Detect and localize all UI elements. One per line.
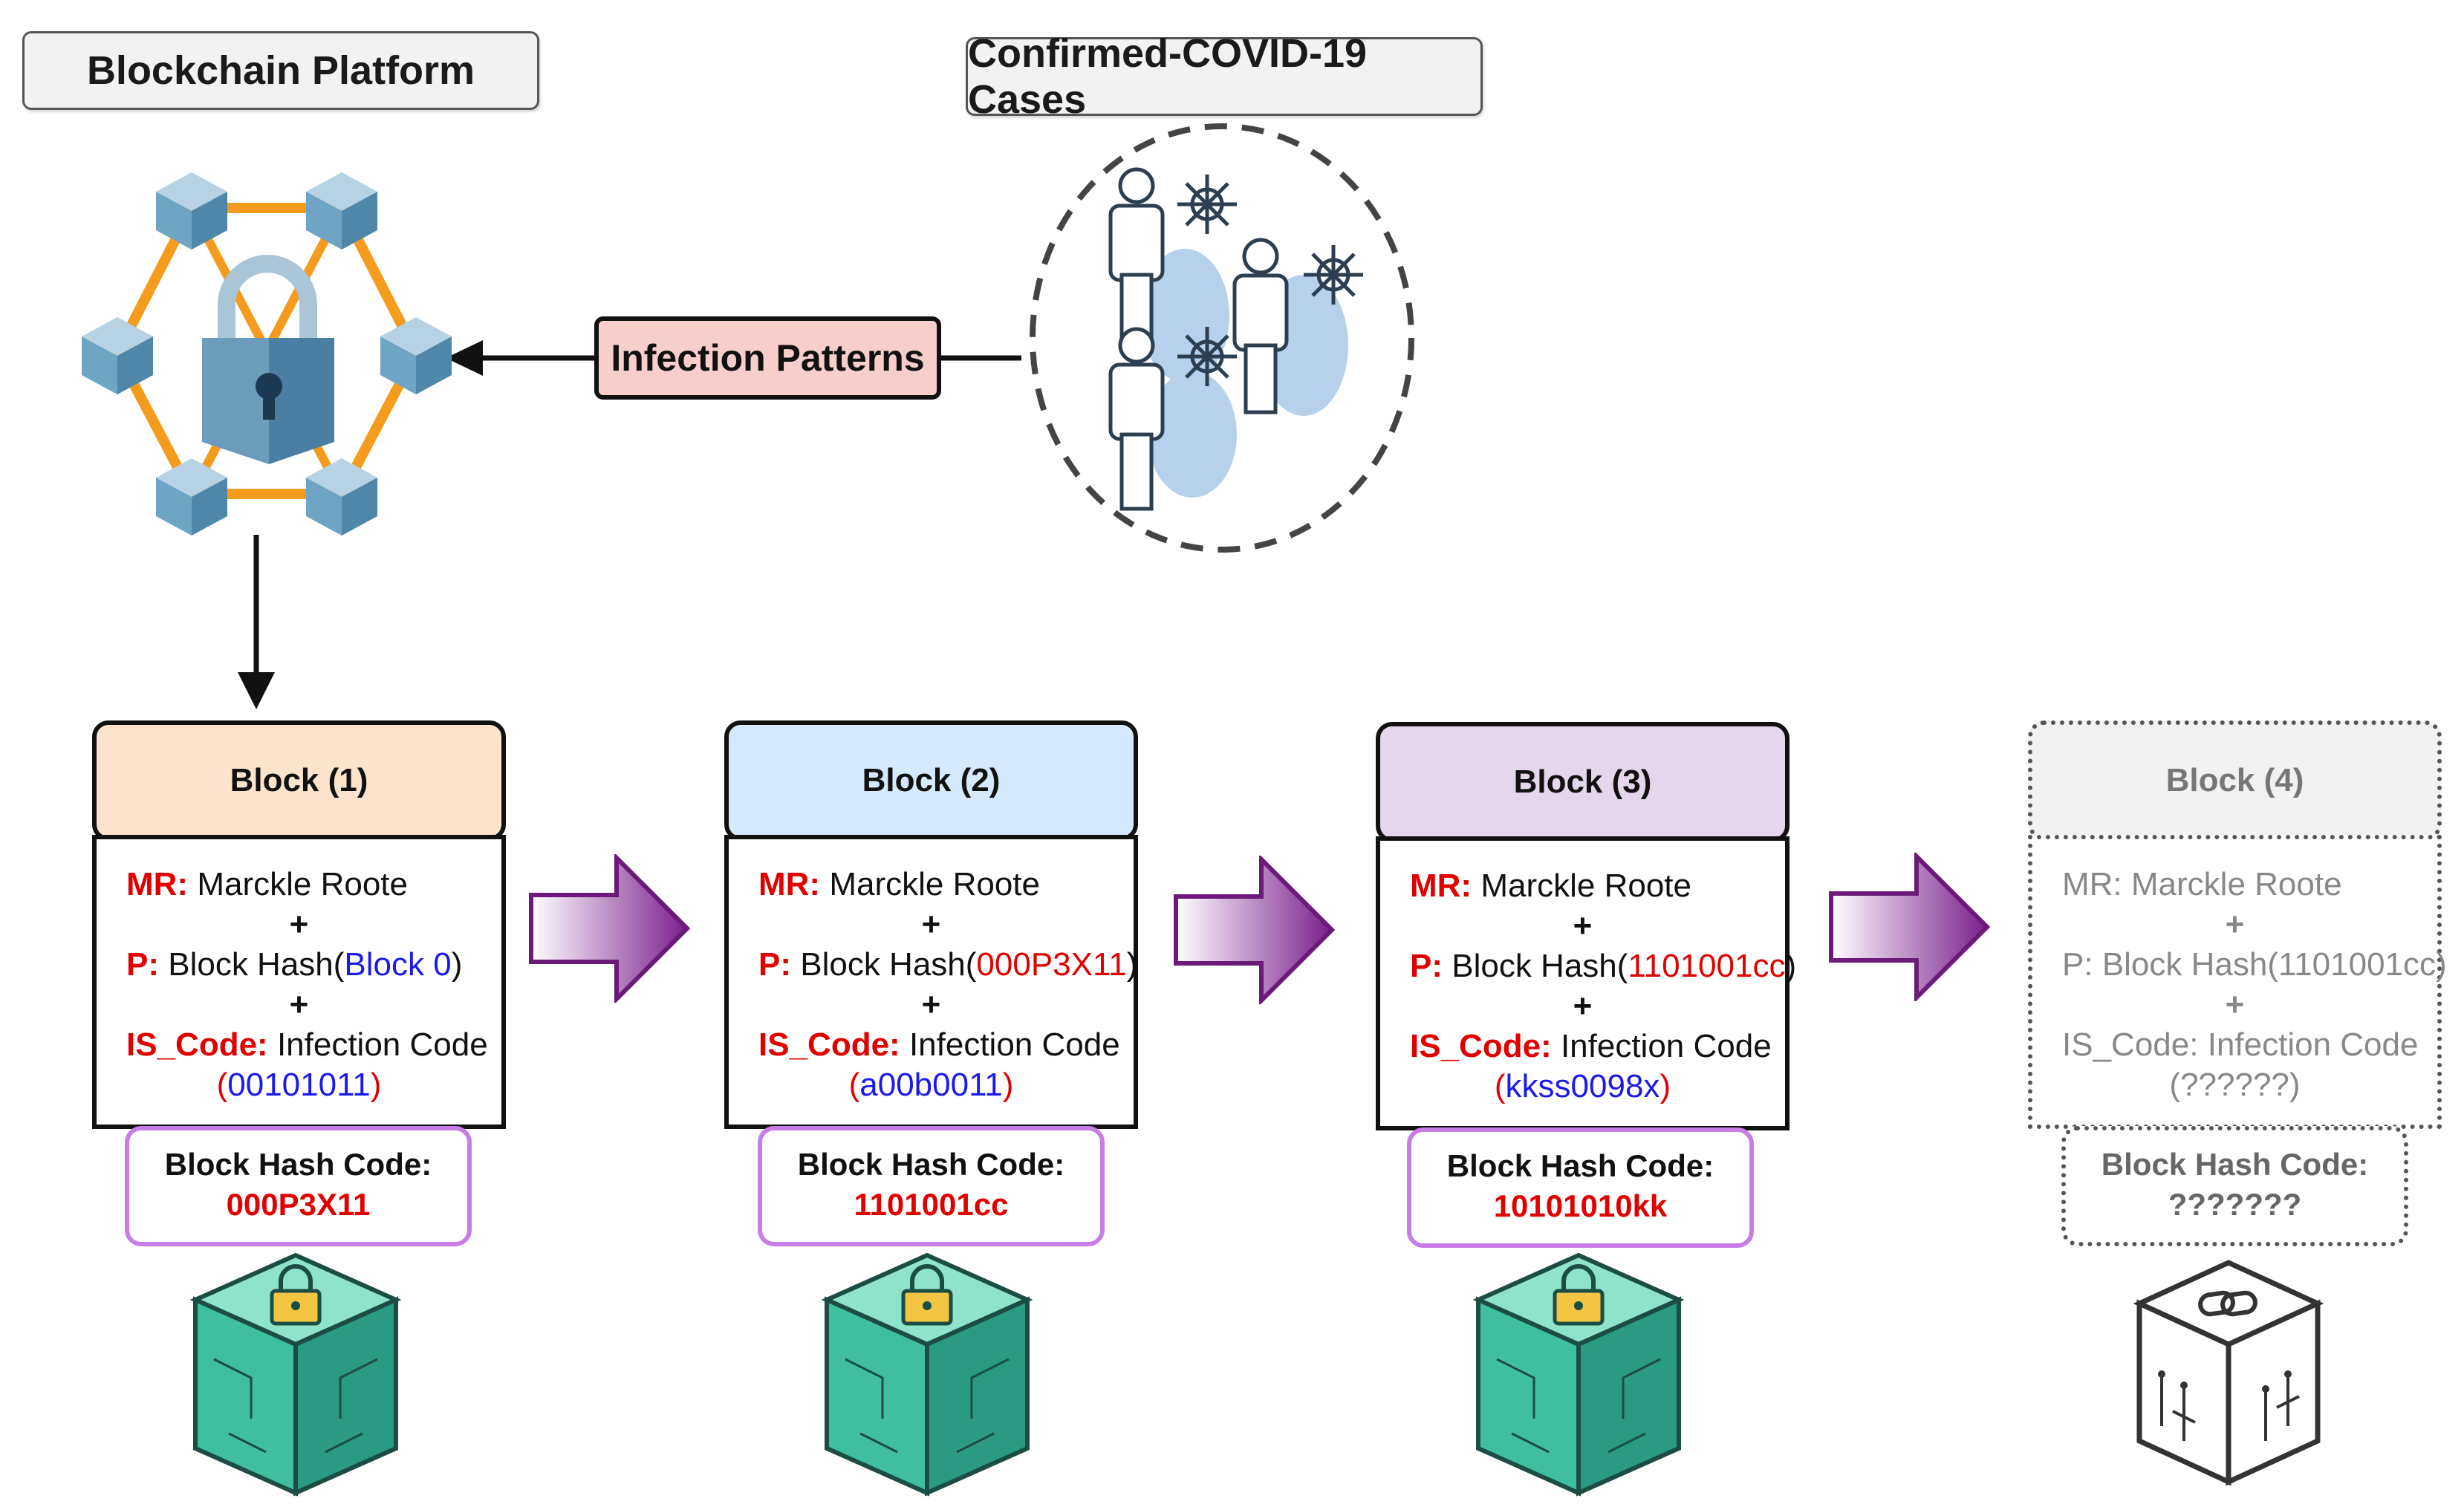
mr-label: MR: <box>758 866 821 902</box>
mr-label: MR: <box>1410 868 1472 904</box>
code-close: ) <box>2289 1067 2301 1103</box>
infection-code-value: kkss0098x <box>1505 1068 1660 1104</box>
plus-sign: + <box>289 906 309 943</box>
infected-people-icon <box>1030 123 1414 553</box>
plus-sign: + <box>2225 986 2245 1023</box>
block-1-header: Block (1) <box>92 720 506 841</box>
blockchain-network-lock-icon <box>82 172 452 536</box>
code-close: ) <box>1660 1068 1671 1104</box>
block-3-header: Block (3) <box>1376 722 1790 842</box>
p-text: Block Hash( <box>2101 946 2278 983</box>
block-3-body: MR: Marckle Roote + P: Block Hash(110100… <box>1376 836 1796 1130</box>
confirmed-cases-title: Confirmed-COVID-19 Cases <box>966 31 1483 122</box>
patterns-arrowhead <box>446 340 483 376</box>
block-4-header: Block (4) <box>2028 720 2442 841</box>
hash-title: Block Hash Code: <box>2101 1147 2369 1182</box>
block-3-hash-box: Block Hash Code: 10101010kk <box>1407 1127 1754 1248</box>
infection-code-value: ?????? <box>2180 1067 2289 1103</box>
blockchain-platform-title: Blockchain Platform <box>22 31 539 110</box>
plus-sign: + <box>921 986 941 1023</box>
is-code-text: Infection Code <box>1560 1028 1772 1064</box>
plus-sign: + <box>2225 906 2245 943</box>
hash-value: ??????? <box>2168 1187 2302 1222</box>
locked-block-cube-icon <box>1472 1252 1685 1497</box>
is-code-label: IS_Code: <box>758 1026 900 1063</box>
plus-sign: + <box>1573 908 1593 944</box>
network-to-block1-arrowhead <box>238 672 275 709</box>
block-arrow-1-2 <box>529 854 691 1003</box>
p-label: P: <box>2062 946 2093 983</box>
block-arrow-2-3 <box>1174 856 1336 1004</box>
plus-sign: + <box>1573 988 1593 1024</box>
infection-patterns-box: Infection Patterns <box>594 316 941 400</box>
hash-value: 000P3X11 <box>226 1187 371 1222</box>
mr-label: MR: <box>126 866 189 902</box>
p-text: Block Hash( <box>800 946 977 983</box>
infection-code-value: a00b0011 <box>859 1067 1003 1103</box>
hash-title: Block Hash Code: <box>797 1147 1065 1182</box>
block-2-header: Block (2) <box>724 720 1138 841</box>
block-4-hash-box: Block Hash Code: ??????? <box>2061 1126 2408 1246</box>
hash-title: Block Hash Code: <box>1446 1148 1714 1183</box>
mr-text: Marckle Roote <box>1480 868 1691 904</box>
mr-text: Marckle Roote <box>197 866 408 902</box>
p-value: 1101001cc <box>1628 948 1786 984</box>
code-close: ) <box>370 1067 382 1103</box>
plus-sign: + <box>289 986 309 1023</box>
p-close: ) <box>2436 946 2447 983</box>
is-code-label: IS_Code: <box>1410 1028 1552 1064</box>
code-close: ) <box>1002 1067 1014 1103</box>
is-code-text: Infection Code <box>2207 1026 2419 1063</box>
p-text: Block Hash( <box>1452 948 1628 984</box>
block-1-body: MR: Marckle Roote + P: Block Hash(Block … <box>92 835 506 1129</box>
p-label: P: <box>126 946 159 983</box>
is-code-label: IS_Code: <box>2062 1026 2199 1063</box>
is-code-label: IS_Code: <box>126 1026 268 1063</box>
code-open: ( <box>2169 1067 2181 1103</box>
infection-code-value: 00101011 <box>227 1067 371 1103</box>
mr-text: Marckle Roote <box>829 866 1040 902</box>
p-close: ) <box>1126 946 1138 983</box>
p-close: ) <box>451 946 463 983</box>
chain-link-cube-icon <box>2133 1260 2324 1486</box>
is-code-text: Infection Code <box>276 1026 488 1063</box>
is-code-text: Infection Code <box>908 1026 1120 1063</box>
virus-icon <box>1177 175 1363 386</box>
code-open: ( <box>216 1067 228 1103</box>
p-text: Block Hash( <box>168 946 345 983</box>
locked-block-cube-icon <box>189 1252 402 1497</box>
code-open: ( <box>848 1067 860 1103</box>
block-1-hash-box: Block Hash Code: 000P3X11 <box>125 1126 472 1246</box>
p-value: 1101001cc <box>2278 946 2437 983</box>
hash-title: Block Hash Code: <box>164 1147 432 1182</box>
p-value: Block 0 <box>344 946 452 983</box>
block-2-body: MR: Marckle Roote + P: Block Hash(000P3X… <box>724 835 1138 1129</box>
mr-label: MR: <box>2062 866 2122 902</box>
plus-sign: + <box>921 906 941 943</box>
mr-text: Marckle Roote <box>2130 866 2342 902</box>
hash-value: 1101001cc <box>854 1187 1009 1222</box>
p-label: P: <box>758 946 791 983</box>
p-value: 000P3X11 <box>976 946 1127 983</box>
p-close: ) <box>1785 948 1797 984</box>
block-4-body: MR: Marckle Roote + P: Block Hash(110100… <box>2028 835 2447 1129</box>
code-open: ( <box>1494 1068 1506 1104</box>
block-arrow-3-4 <box>1829 853 1991 1001</box>
hash-value: 10101010kk <box>1493 1188 1668 1223</box>
locked-block-cube-icon <box>821 1252 1033 1497</box>
p-label: P: <box>1410 948 1443 984</box>
block-2-hash-box: Block Hash Code: 1101001cc <box>758 1126 1105 1246</box>
